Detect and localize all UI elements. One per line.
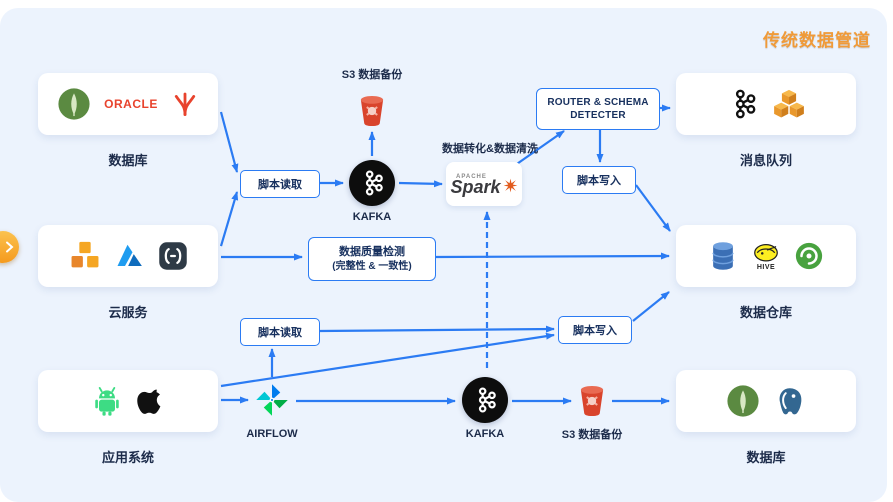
database-source-label: 数据库 bbox=[108, 153, 148, 168]
apple-icon bbox=[136, 386, 166, 416]
hive-icon: HIVE bbox=[751, 242, 781, 271]
kafka-top-node bbox=[349, 160, 395, 206]
blue-database-icon bbox=[708, 240, 738, 272]
spark-star-icon bbox=[503, 178, 518, 193]
aws-icon bbox=[68, 239, 102, 273]
red-branch-database-icon bbox=[171, 90, 199, 118]
kafka-icon bbox=[365, 170, 383, 196]
message-queue-label: 消息队列 bbox=[739, 153, 792, 168]
code-brackets-icon bbox=[158, 241, 188, 271]
hive-logo-text: HIVE bbox=[756, 263, 776, 271]
greenplum-icon bbox=[794, 241, 824, 271]
message-queue-card bbox=[676, 73, 856, 135]
database-source-card: ORACLE bbox=[38, 73, 218, 135]
s3-bucket-icon bbox=[356, 94, 388, 133]
kafka-bottom-label: KAFKA bbox=[465, 428, 505, 440]
spark-node: APACHE Spark bbox=[446, 162, 522, 206]
database-target-card bbox=[676, 370, 856, 432]
azure-icon bbox=[115, 241, 145, 271]
kafka-icon bbox=[478, 387, 496, 413]
page-title: 传统数据管道 bbox=[763, 31, 871, 50]
android-icon bbox=[91, 385, 123, 417]
cloud-services-label: 云服务 bbox=[108, 305, 148, 320]
data-quality-line2: (完整性 & 一致性) bbox=[332, 260, 412, 272]
oracle-logo: ORACLE bbox=[104, 97, 158, 111]
router-schema-detecter-box: ROUTER & SCHEMA DETECTER bbox=[536, 88, 660, 130]
spark-apache-text: APACHE bbox=[456, 174, 487, 180]
sidebar-expand-toggle[interactable] bbox=[0, 231, 19, 263]
application-systems-label: 应用系统 bbox=[101, 450, 154, 465]
queue-stack-icon bbox=[772, 87, 806, 121]
s3-bucket-icon bbox=[576, 384, 608, 423]
script-read-top-box: 脚本读取 bbox=[240, 170, 320, 198]
data-warehouse-label: 数据仓库 bbox=[739, 305, 792, 320]
database-target-label: 数据库 bbox=[746, 450, 786, 465]
script-write-top-box: 脚本写入 bbox=[562, 166, 636, 194]
application-systems-card bbox=[38, 370, 218, 432]
router-line2: DETECTER bbox=[570, 110, 626, 121]
kafka-bottom-node bbox=[462, 377, 508, 423]
kafka-top-label: KAFKA bbox=[352, 211, 392, 223]
data-warehouse-card: HIVE bbox=[676, 225, 856, 287]
postgresql-icon bbox=[773, 384, 807, 418]
script-write-bottom-box: 脚本写入 bbox=[558, 316, 632, 344]
mongodb-icon bbox=[726, 384, 760, 418]
router-line1: ROUTER & SCHEMA bbox=[547, 96, 649, 108]
s3-backup-top-label: S3 数据备份 bbox=[341, 69, 403, 81]
s3-backup-bottom-label: S3 数据备份 bbox=[561, 429, 623, 441]
spark-caption: 数据转化&数据清洗 bbox=[442, 143, 538, 155]
kafka-icon bbox=[727, 88, 759, 120]
data-quality-line1: 数据质量检测 bbox=[339, 245, 405, 258]
data-quality-check-box: 数据质量检测 (完整性 & 一致性) bbox=[308, 237, 436, 281]
airflow-label: AIRFLOW bbox=[246, 428, 298, 440]
chevron-right-icon bbox=[6, 241, 14, 253]
spark-logo-text: Spark bbox=[450, 177, 501, 197]
airflow-icon bbox=[254, 382, 290, 423]
mongodb-icon bbox=[57, 87, 91, 121]
script-read-bottom-box: 脚本读取 bbox=[240, 318, 320, 346]
cloud-services-card bbox=[38, 225, 218, 287]
